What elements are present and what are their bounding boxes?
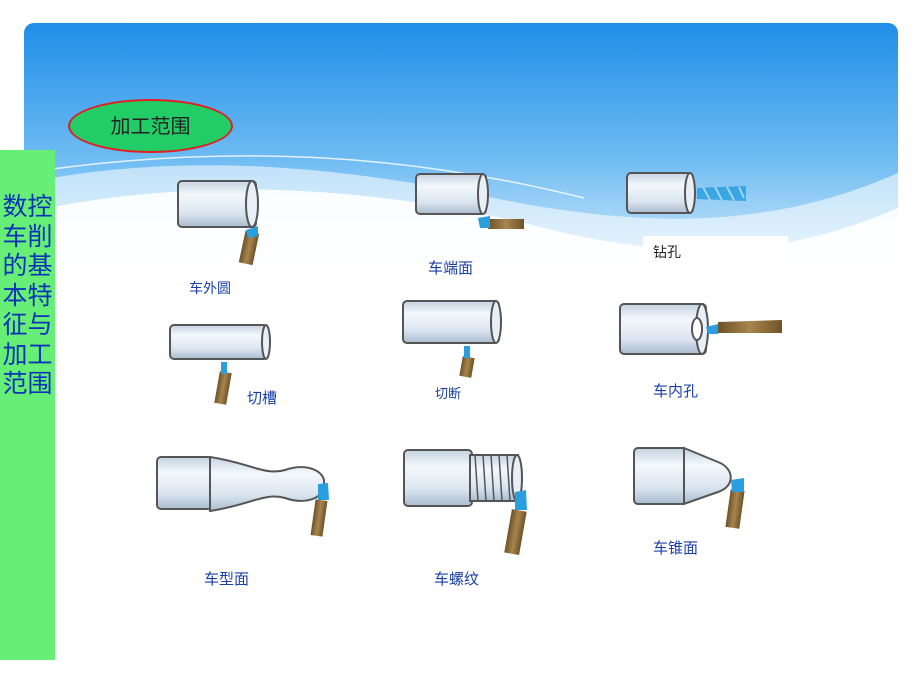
label-grooving: 切槽 — [247, 389, 278, 407]
taper-turning-diagram — [633, 446, 745, 529]
label-outer-turning: 车外圆 — [189, 281, 231, 297]
label-threading: 车螺纹 — [434, 570, 480, 588]
side-bar — [0, 150, 55, 660]
threading-diagram — [403, 449, 527, 556]
label-profile-turning: 车型面 — [204, 570, 250, 588]
label-parting: 切断 — [435, 387, 462, 402]
outer-turning-diagram — [177, 180, 260, 266]
drilling-label-box — [643, 236, 788, 266]
profile-turning-diagram — [156, 455, 329, 537]
drilling-diagram — [626, 172, 746, 214]
parting-diagram — [402, 300, 502, 378]
boring-diagram — [619, 303, 782, 355]
section-badge-label: 加工范围 — [110, 114, 191, 138]
label-taper-turning: 车锥面 — [653, 539, 699, 557]
label-facing: 车端面 — [428, 259, 474, 277]
label-drilling: 钻孔 — [653, 245, 681, 261]
label-boring: 车内孔 — [653, 382, 699, 400]
side-title: 数控车削的基本特征与加工范围 — [2, 192, 53, 398]
grooving-diagram — [169, 324, 271, 405]
facing-diagram — [415, 173, 524, 229]
section-badge — [68, 99, 233, 153]
